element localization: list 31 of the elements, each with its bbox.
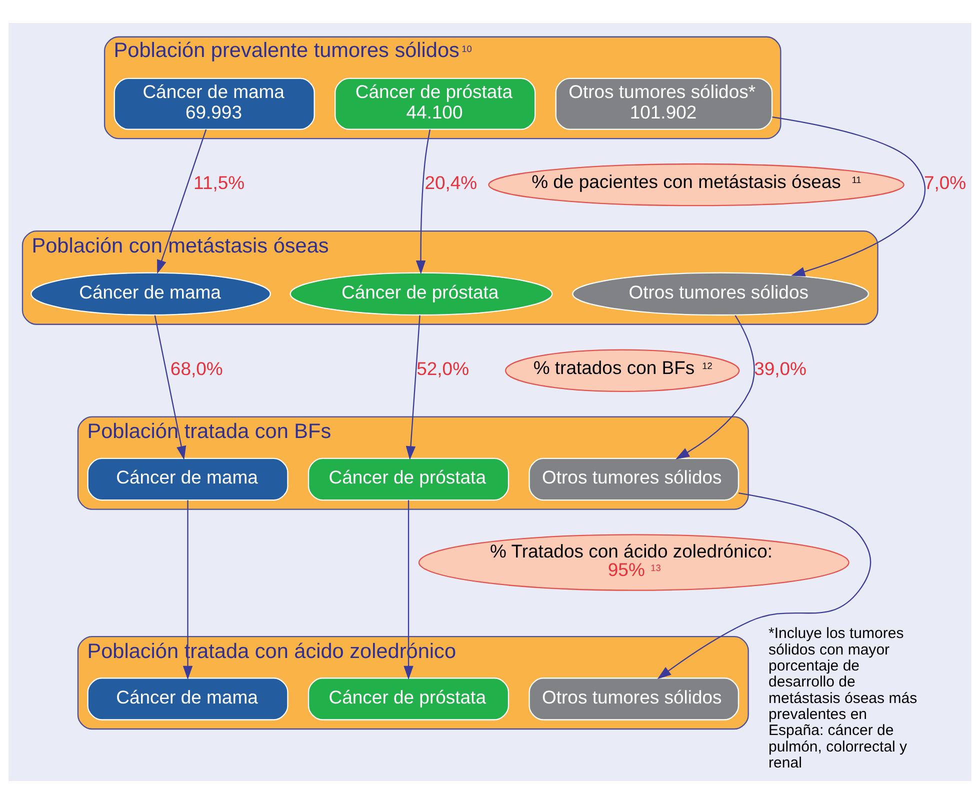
arrow <box>182 500 193 680</box>
edge-label: 7,0% <box>924 172 966 194</box>
label: *Incluye los tumores sólidos con mayor porcentaje de desarrollo de metástasis óseas más prevalentes en España: cáncer de pulmón, colorrectal y renal <box>768 625 918 772</box>
arrow <box>416 130 430 274</box>
node-ellipse: % Tratados con ácido zoledrónico: 95%$^{13}$ <box>418 534 850 591</box>
arrow <box>404 500 414 680</box>
node-ellipse: % de pacientes con metástasis óseas$^{11}$ <box>488 163 904 206</box>
node-box: Cáncer de próstata 44.100 <box>334 78 536 130</box>
edge-label: 52,0% <box>416 358 470 380</box>
arrow <box>157 129 207 274</box>
edge-label: 20,4% <box>424 172 478 194</box>
node-box: Cáncer de mama <box>87 678 288 720</box>
node-box: Otros tumores sólidos <box>528 678 740 720</box>
arrow <box>154 315 186 460</box>
node-ellipse: % tratados con BFs$^{12}$ <box>504 349 740 392</box>
edge-label: 68,0% <box>170 358 223 380</box>
node-ellipse: Cáncer de próstata <box>290 272 553 316</box>
arrow <box>676 315 755 460</box>
arrow <box>406 315 420 460</box>
node-box: Otros tumores sólidos <box>528 458 740 501</box>
node-box: Cáncer de mama <box>87 458 288 501</box>
edge-label: 39,0% <box>754 358 807 380</box>
node-box: Cáncer de próstata <box>308 678 510 720</box>
edge-label: 11,5% <box>194 172 245 194</box>
node-ellipse: Cáncer de mama <box>30 272 271 316</box>
node-box: Otros tumores sólidos* 101.902 <box>555 78 773 130</box>
node-ellipse: Otros tumores sólidos <box>572 272 870 316</box>
node-box: Cáncer de mama 69.993 <box>114 78 315 130</box>
arrow <box>772 116 926 276</box>
node-box: Cáncer de próstata <box>308 458 510 501</box>
arrow <box>657 492 872 680</box>
